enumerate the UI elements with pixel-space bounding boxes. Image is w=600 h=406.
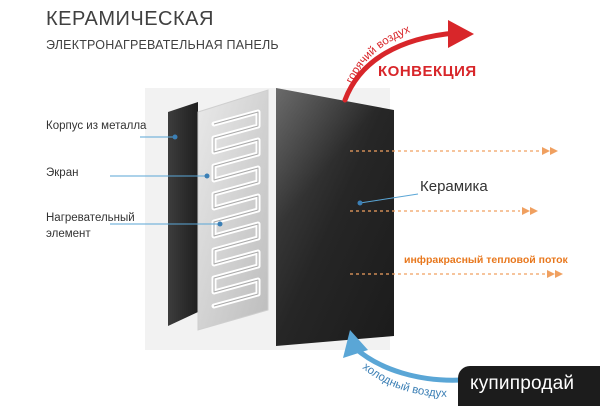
diagram-subtitle: ЭЛЕКТРОНАГРЕВАТЕЛЬНАЯ ПАНЕЛЬ	[46, 38, 279, 52]
infrared-arrows	[350, 150, 545, 275]
pointer-dot-ceramic	[357, 200, 363, 206]
label-infrared: инфракрасный тепловой поток	[404, 254, 568, 266]
hot-air-arrow	[342, 20, 474, 103]
cold-air-arrow	[343, 330, 465, 383]
label-heating-line2: элемент	[46, 228, 91, 240]
label-screen: Экран	[46, 167, 79, 179]
label-heating-line1: Нагревательный	[46, 212, 135, 224]
heating-element	[211, 109, 261, 309]
pointer-dot-metal	[172, 134, 178, 140]
label-convection: КОНВЕКЦИЯ	[378, 63, 477, 80]
pointer-ceramic	[359, 193, 419, 204]
label-metal-case: Корпус из металла	[46, 120, 147, 132]
pointer-lines	[110, 134, 419, 227]
label-ceramic: Керамика	[420, 178, 488, 195]
metal-case-layer	[168, 102, 198, 326]
watermark-badge: купипродай	[458, 366, 600, 406]
diagram-title: КЕРАМИЧЕСКАЯ	[46, 8, 214, 30]
watermark-text: купипродай	[470, 373, 575, 394]
pointer-dot-screen	[204, 173, 210, 179]
infrared-arrow-heads	[522, 147, 563, 278]
ceramic-shine	[276, 88, 394, 230]
pointer-dot-heating	[217, 221, 223, 227]
